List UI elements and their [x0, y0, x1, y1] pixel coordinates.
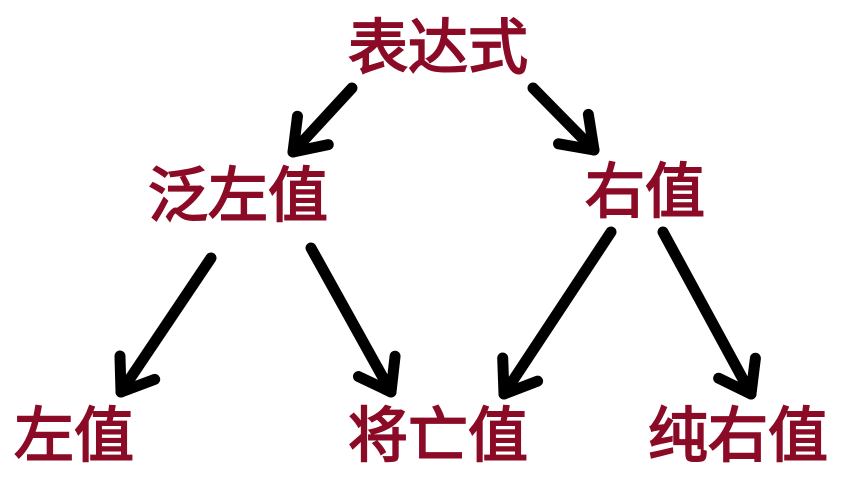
arrow-glvalue-to-lvalue: [114, 252, 217, 398]
arrow-shaft: [527, 82, 600, 156]
arrow-head: [352, 350, 401, 398]
node-prvalue: 纯右值: [648, 402, 828, 472]
node-glvalue: 泛左值: [148, 162, 328, 232]
arrow-head: [497, 352, 544, 400]
arrow-shaft: [287, 82, 358, 158]
arrow-rvalue-to-xvalue: [497, 226, 617, 400]
arrow-head: [553, 108, 600, 156]
arrow-rvalue-to-prvalue: [657, 226, 761, 400]
arrow-head: [114, 350, 161, 398]
arrow-expression-to-glvalue: [287, 82, 358, 158]
arrow-shaft: [657, 226, 757, 400]
node-rvalue: 右值: [585, 158, 705, 228]
node-xvalue: 将亡值: [348, 402, 528, 472]
nodes: 表达式 泛左值 右值 左值 将亡值 纯右值: [14, 14, 828, 472]
node-lvalue: 左值: [14, 402, 134, 472]
arrow-head: [713, 352, 761, 400]
arrow-head: [287, 110, 334, 158]
arrows: [114, 82, 761, 400]
arrow-expression-to-rvalue: [527, 82, 600, 156]
arrow-shaft: [115, 252, 217, 398]
arrow-glvalue-to-xvalue: [305, 242, 401, 398]
arrow-shaft: [498, 226, 617, 400]
node-expression: 表达式: [348, 14, 528, 84]
arrow-shaft: [305, 242, 397, 398]
